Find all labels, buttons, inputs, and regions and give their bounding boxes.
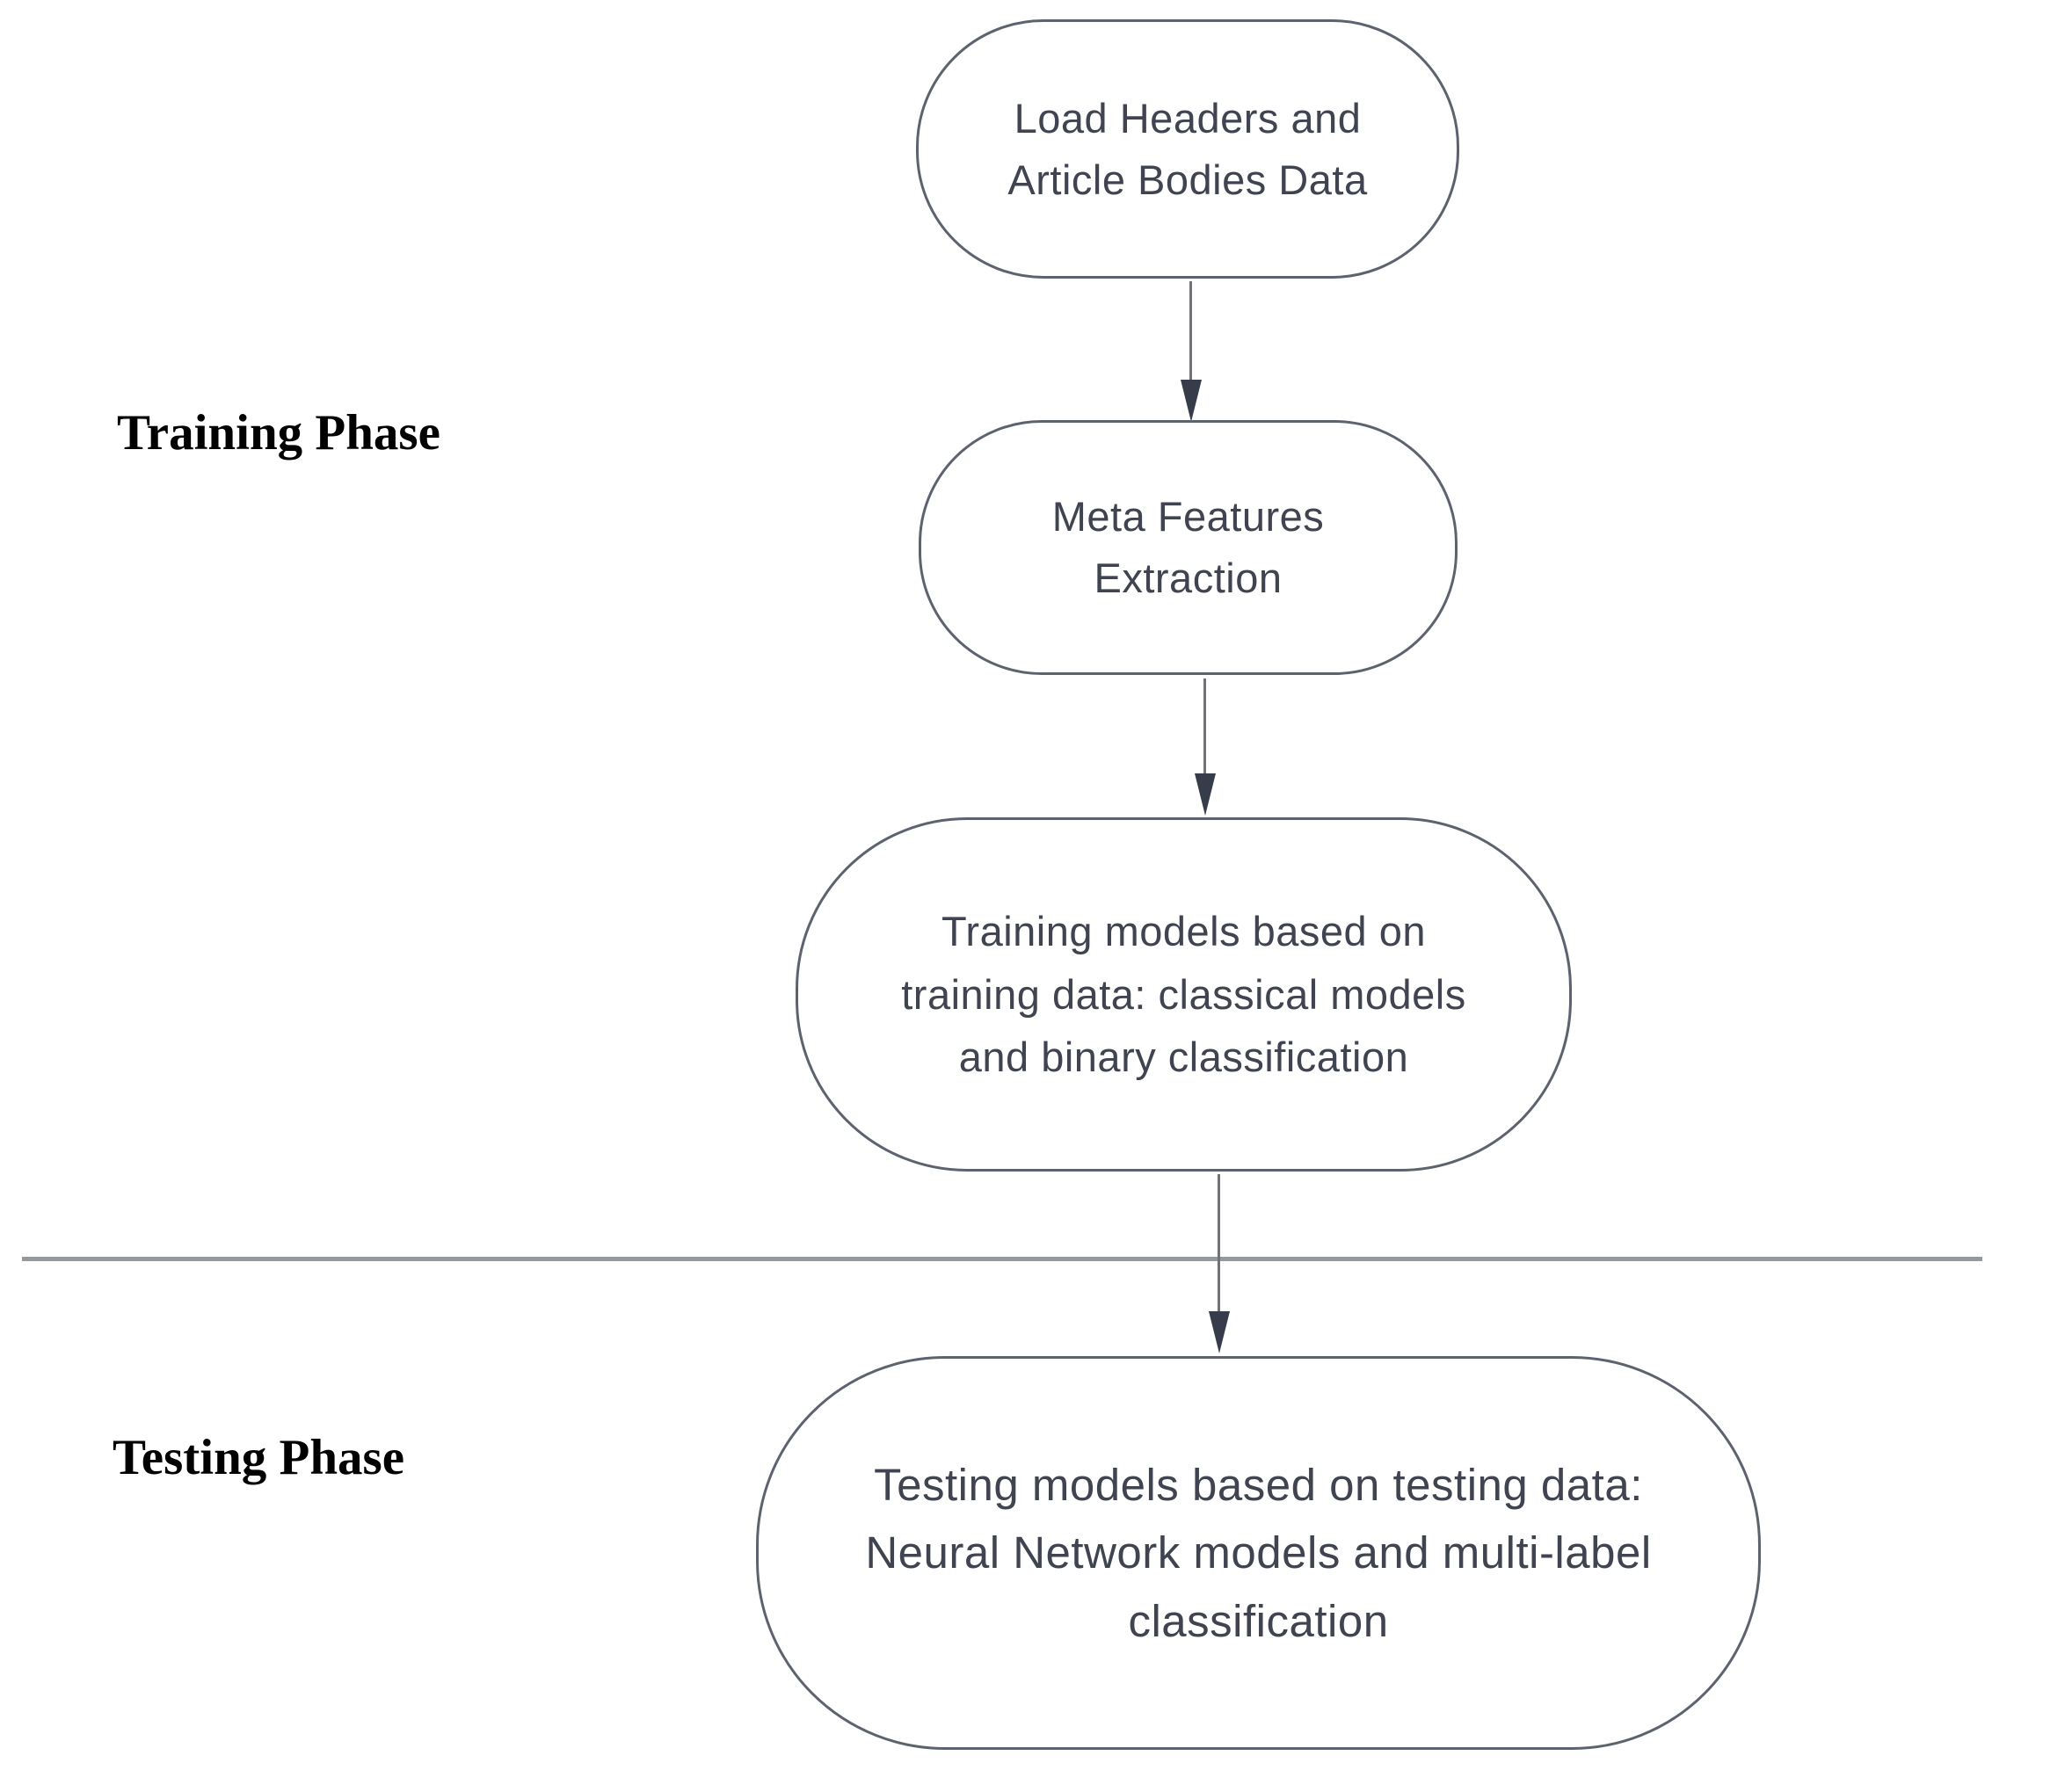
- phase-divider-line: [22, 1257, 1982, 1261]
- testing-phase-label: Testing Phase: [113, 1430, 405, 1485]
- node-load-data-text: Load Headers and Article Bodies Data: [1007, 94, 1368, 203]
- node-meta-features-extraction-text: Meta Features Extraction: [1051, 493, 1325, 601]
- training-phase-label: Training Phase: [117, 405, 440, 461]
- node-meta-features-extraction: Meta Features Extraction: [919, 420, 1458, 675]
- node-training-models: Training models based on training data: …: [796, 817, 1572, 1172]
- arrow-meta-to-training-line: [1203, 678, 1206, 775]
- arrow-training-to-testing-head-icon: [1209, 1311, 1230, 1353]
- node-load-data: Load Headers and Article Bodies Data: [916, 19, 1459, 279]
- node-training-models-text: Training models based on training data: …: [901, 908, 1466, 1081]
- node-testing-models-text: Testing models based on testing data: Ne…: [865, 1459, 1652, 1646]
- arrow-load-to-meta-line: [1189, 281, 1192, 381]
- arrow-meta-to-training-head-icon: [1195, 773, 1216, 816]
- arrow-training-to-testing-line: [1218, 1174, 1220, 1313]
- arrow-load-to-meta-head-icon: [1181, 380, 1202, 422]
- node-testing-models: Testing models based on testing data: Ne…: [756, 1356, 1761, 1750]
